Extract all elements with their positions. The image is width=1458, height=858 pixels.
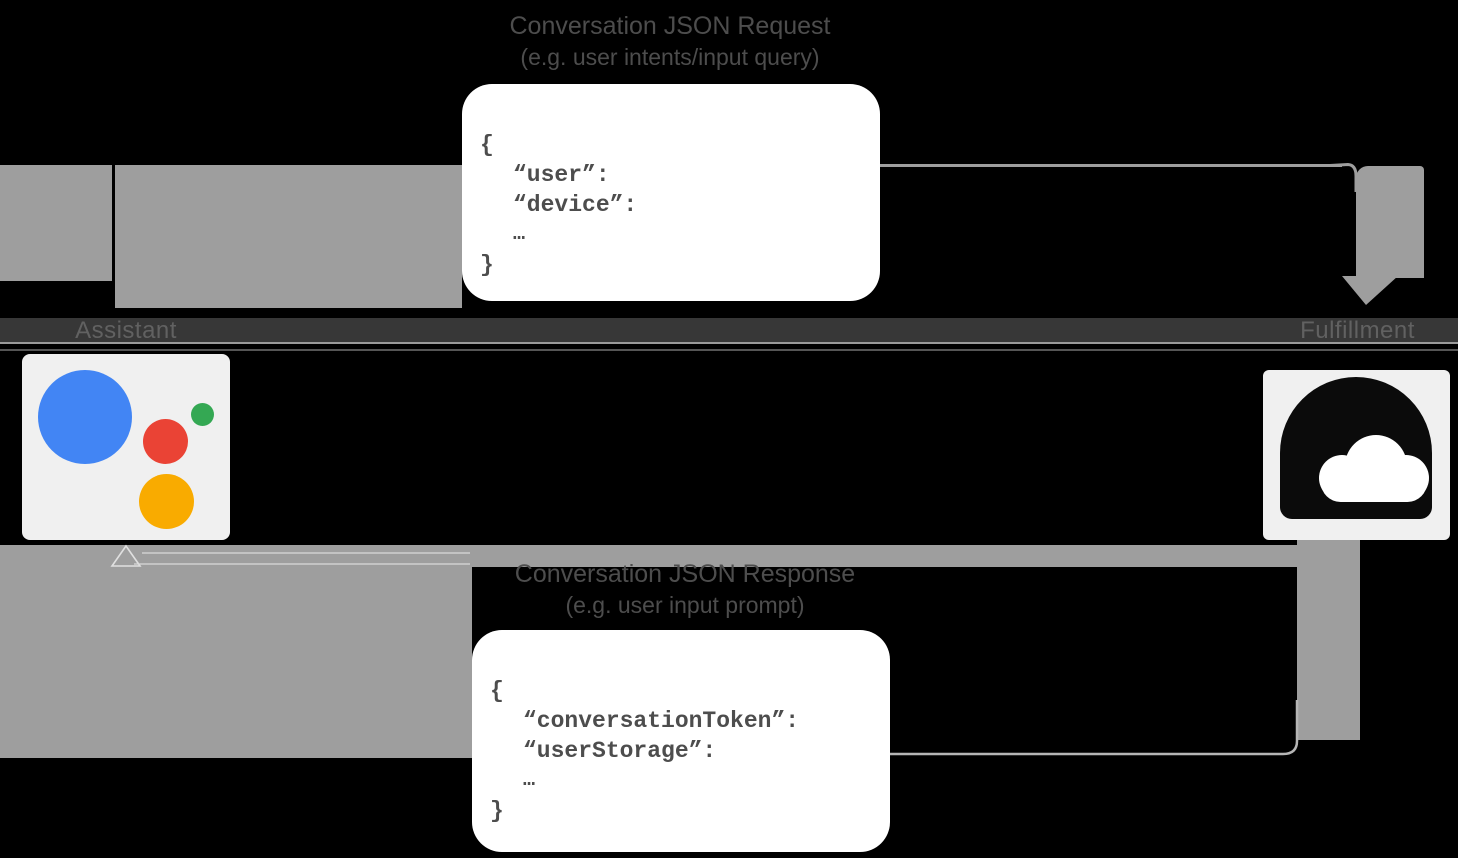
code-line: { — [490, 678, 504, 704]
code-line: “user”: — [513, 162, 610, 188]
response-arrow-strip — [472, 545, 1352, 567]
cloud-icon — [1280, 377, 1432, 519]
entity-label-stripe — [0, 318, 1458, 344]
assistant-red-circle — [143, 419, 188, 464]
request-subtitle: (e.g. user intents/input query) — [520, 44, 820, 70]
assistant-green-circle — [191, 403, 214, 426]
entity-label-substripe — [0, 349, 1458, 351]
response-title: Conversation JSON Response — [514, 560, 856, 588]
request-arrow-line — [462, 164, 1342, 167]
request-arrow-corner — [1329, 162, 1358, 192]
code-line: “device”: — [513, 192, 638, 218]
request-json-box: { “user”: “device”: … } — [462, 84, 880, 301]
fulfillment-label: Fulfillment — [1300, 317, 1415, 344]
code-line: … — [513, 223, 526, 246]
response-subtitle: (e.g. user input prompt) — [565, 592, 805, 618]
assistant-yellow-circle — [139, 474, 194, 529]
response-arrow-segment-left — [0, 545, 472, 758]
request-arrowhead-down-icon — [1342, 276, 1398, 305]
request-arrow-segment-left-a — [0, 165, 112, 281]
assistant-blue-circle — [38, 370, 132, 464]
request-arrow-down-bar — [1356, 166, 1424, 278]
request-arrow-segment-left-b — [115, 165, 462, 308]
assistant-tile — [22, 354, 230, 540]
cloud-body — [1321, 463, 1427, 502]
code-line: } — [480, 252, 494, 278]
request-title: Conversation JSON Request — [509, 12, 831, 40]
response-json-box: { “conversationToken”: “userStorage”: … … — [472, 630, 890, 852]
code-line: { — [480, 132, 494, 158]
response-arrow-down-bar — [1297, 540, 1360, 740]
code-line: … — [523, 769, 536, 792]
code-line: “userStorage”: — [523, 738, 717, 764]
code-line: “conversationToken”: — [523, 708, 800, 734]
assistant-label: Assistant — [75, 317, 177, 344]
code-line: } — [490, 798, 504, 824]
fulfillment-tile — [1263, 370, 1450, 540]
cloud-glyph — [1319, 435, 1429, 503]
